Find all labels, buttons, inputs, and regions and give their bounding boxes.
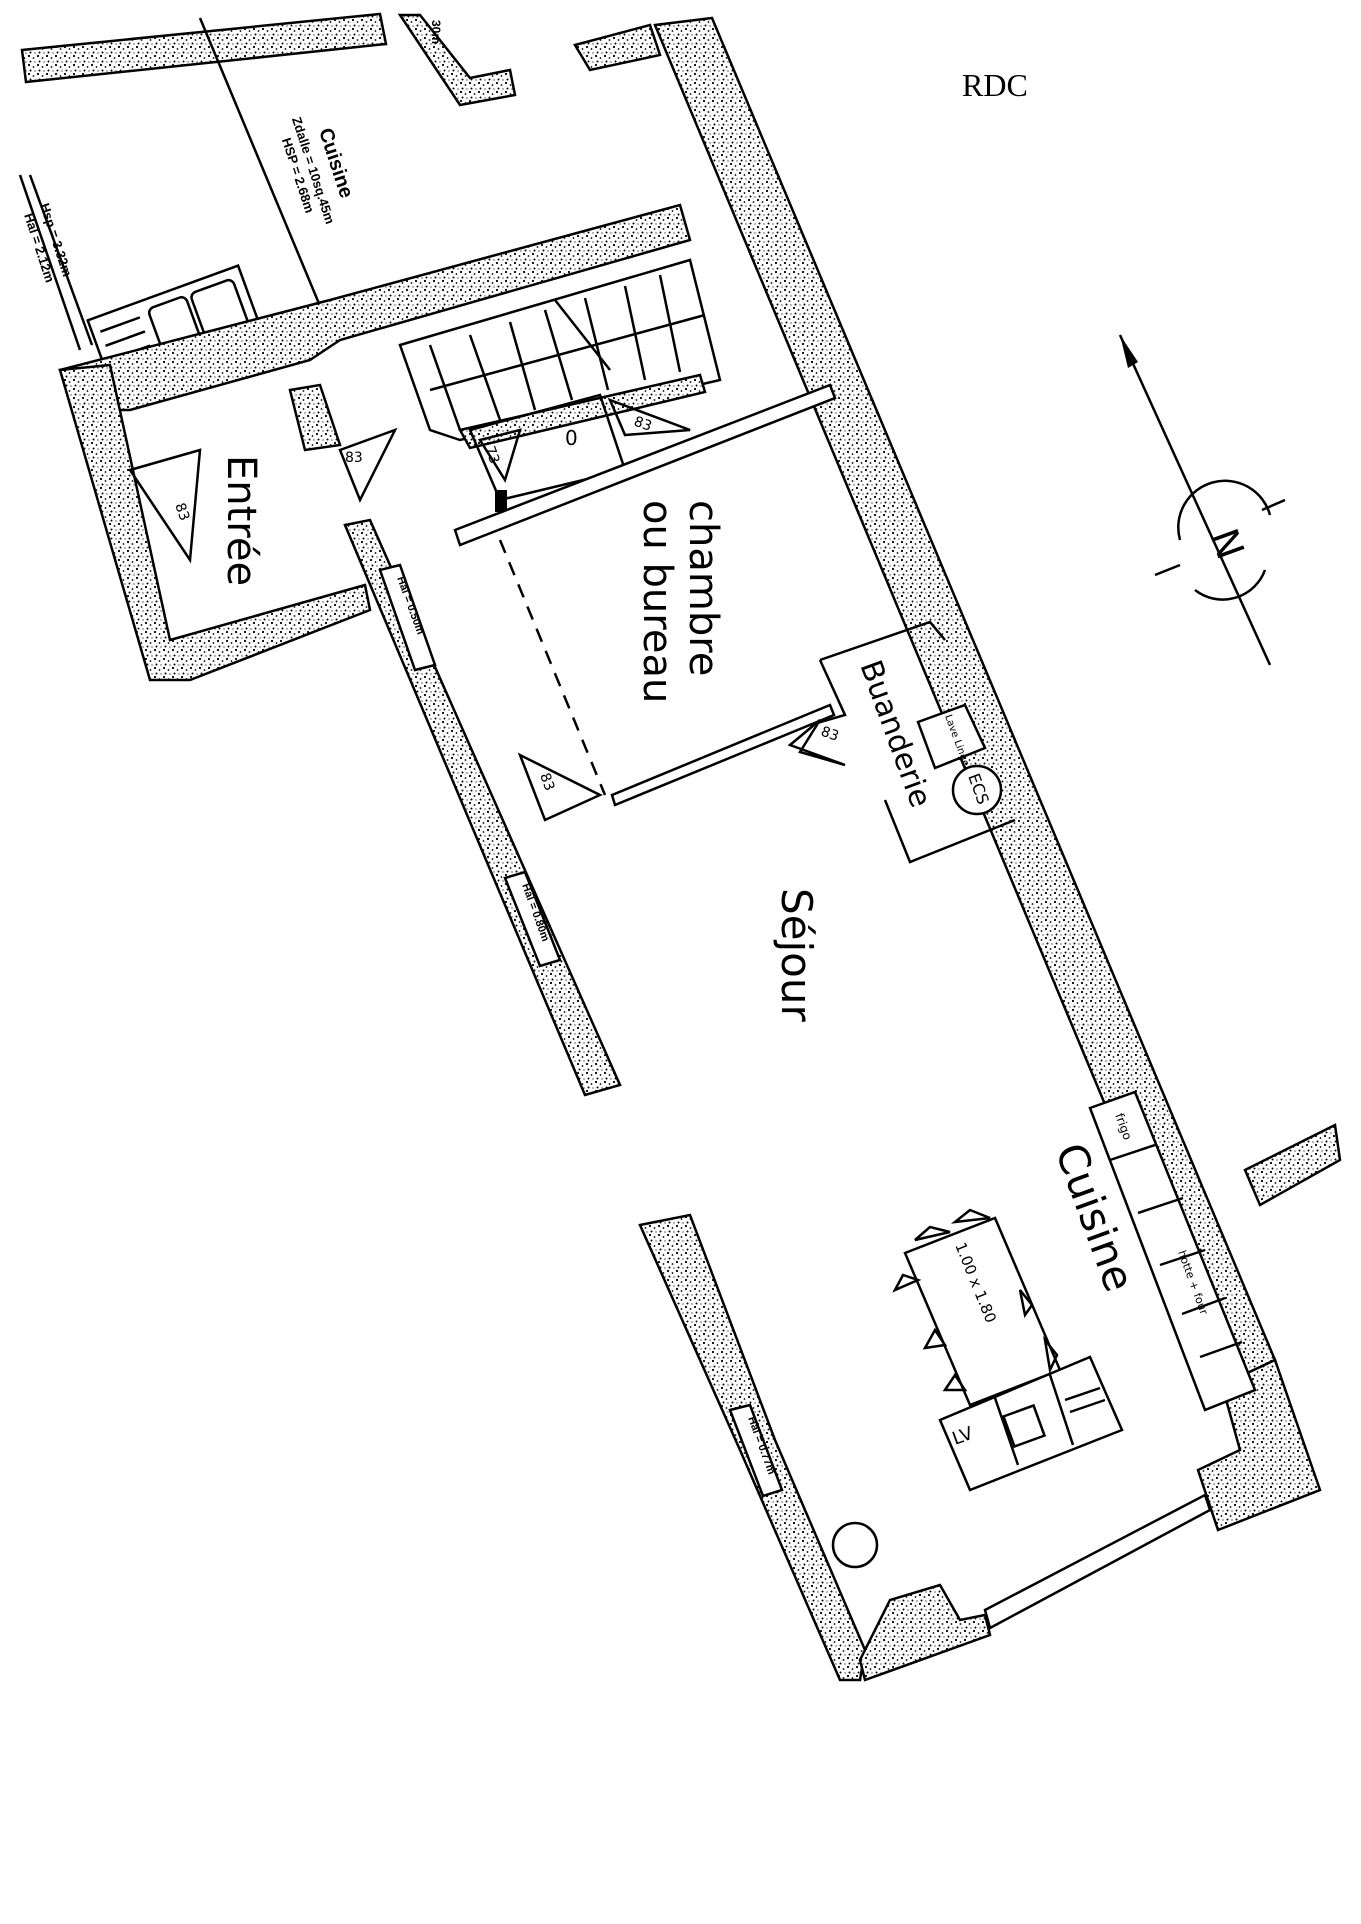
top-partial-label: 30m (429, 20, 443, 44)
door-width-label: 73 (481, 444, 502, 466)
window-cuisine-south (983, 1493, 1212, 1630)
partition-dashed (498, 539, 607, 796)
wall-stub-east (1243, 1123, 1342, 1207)
door-width-label: 83 (819, 724, 841, 745)
dining-table: 1.00 x 1.80 (892, 1208, 1062, 1407)
partition-chambre-south (610, 703, 836, 807)
window-cuisine (728, 1403, 784, 1498)
door-stop (495, 490, 507, 512)
wall (20, 12, 388, 84)
north-arrow: N (1118, 334, 1286, 666)
corridor-west-wall (343, 518, 622, 1097)
washing-machine (916, 703, 987, 770)
wall-line (18, 174, 82, 351)
exterior-wall-corner (1196, 1358, 1322, 1532)
door-entree-inner: 83 (338, 427, 398, 504)
door-stair-right: 83 (607, 397, 691, 437)
wall-line (28, 174, 94, 346)
room-label-chambre-2: ou bureau (634, 500, 680, 703)
room-label-chambre: chambre (680, 500, 726, 676)
kitchen-island: LV (938, 1355, 1124, 1492)
wall (397, 13, 517, 107)
wall-cuisine-south (858, 1583, 992, 1682)
wall-entree-inner (288, 383, 342, 452)
cabinet-line (198, 17, 332, 331)
room-label-entree: Entrée (218, 455, 264, 586)
old-kitchen: Cuisine Zdalle = 10sq.45m HSP = 2.68m Hs… (18, 12, 662, 388)
door-sejour: 83 (517, 752, 603, 822)
stove-circle (831, 1521, 879, 1569)
page-title: RDC (962, 67, 1028, 103)
exterior-wall-east (653, 16, 1277, 1387)
door-entree: 83 (128, 448, 202, 564)
wc-label: 0 (565, 426, 578, 450)
door-width-label: 83 (632, 414, 654, 435)
door-width-label: 83 (345, 450, 363, 466)
window-lower (503, 870, 562, 968)
window-upper (378, 563, 437, 672)
partition-chambre-north (453, 383, 837, 547)
water-heater (951, 764, 1003, 816)
cooktop (1001, 1403, 1047, 1449)
wall-entree (58, 363, 372, 682)
room-label-sejour: Séjour (772, 888, 821, 1022)
wall (573, 23, 662, 72)
door-width-label: 83 (171, 501, 192, 523)
door-width-label: 83 (536, 771, 557, 793)
